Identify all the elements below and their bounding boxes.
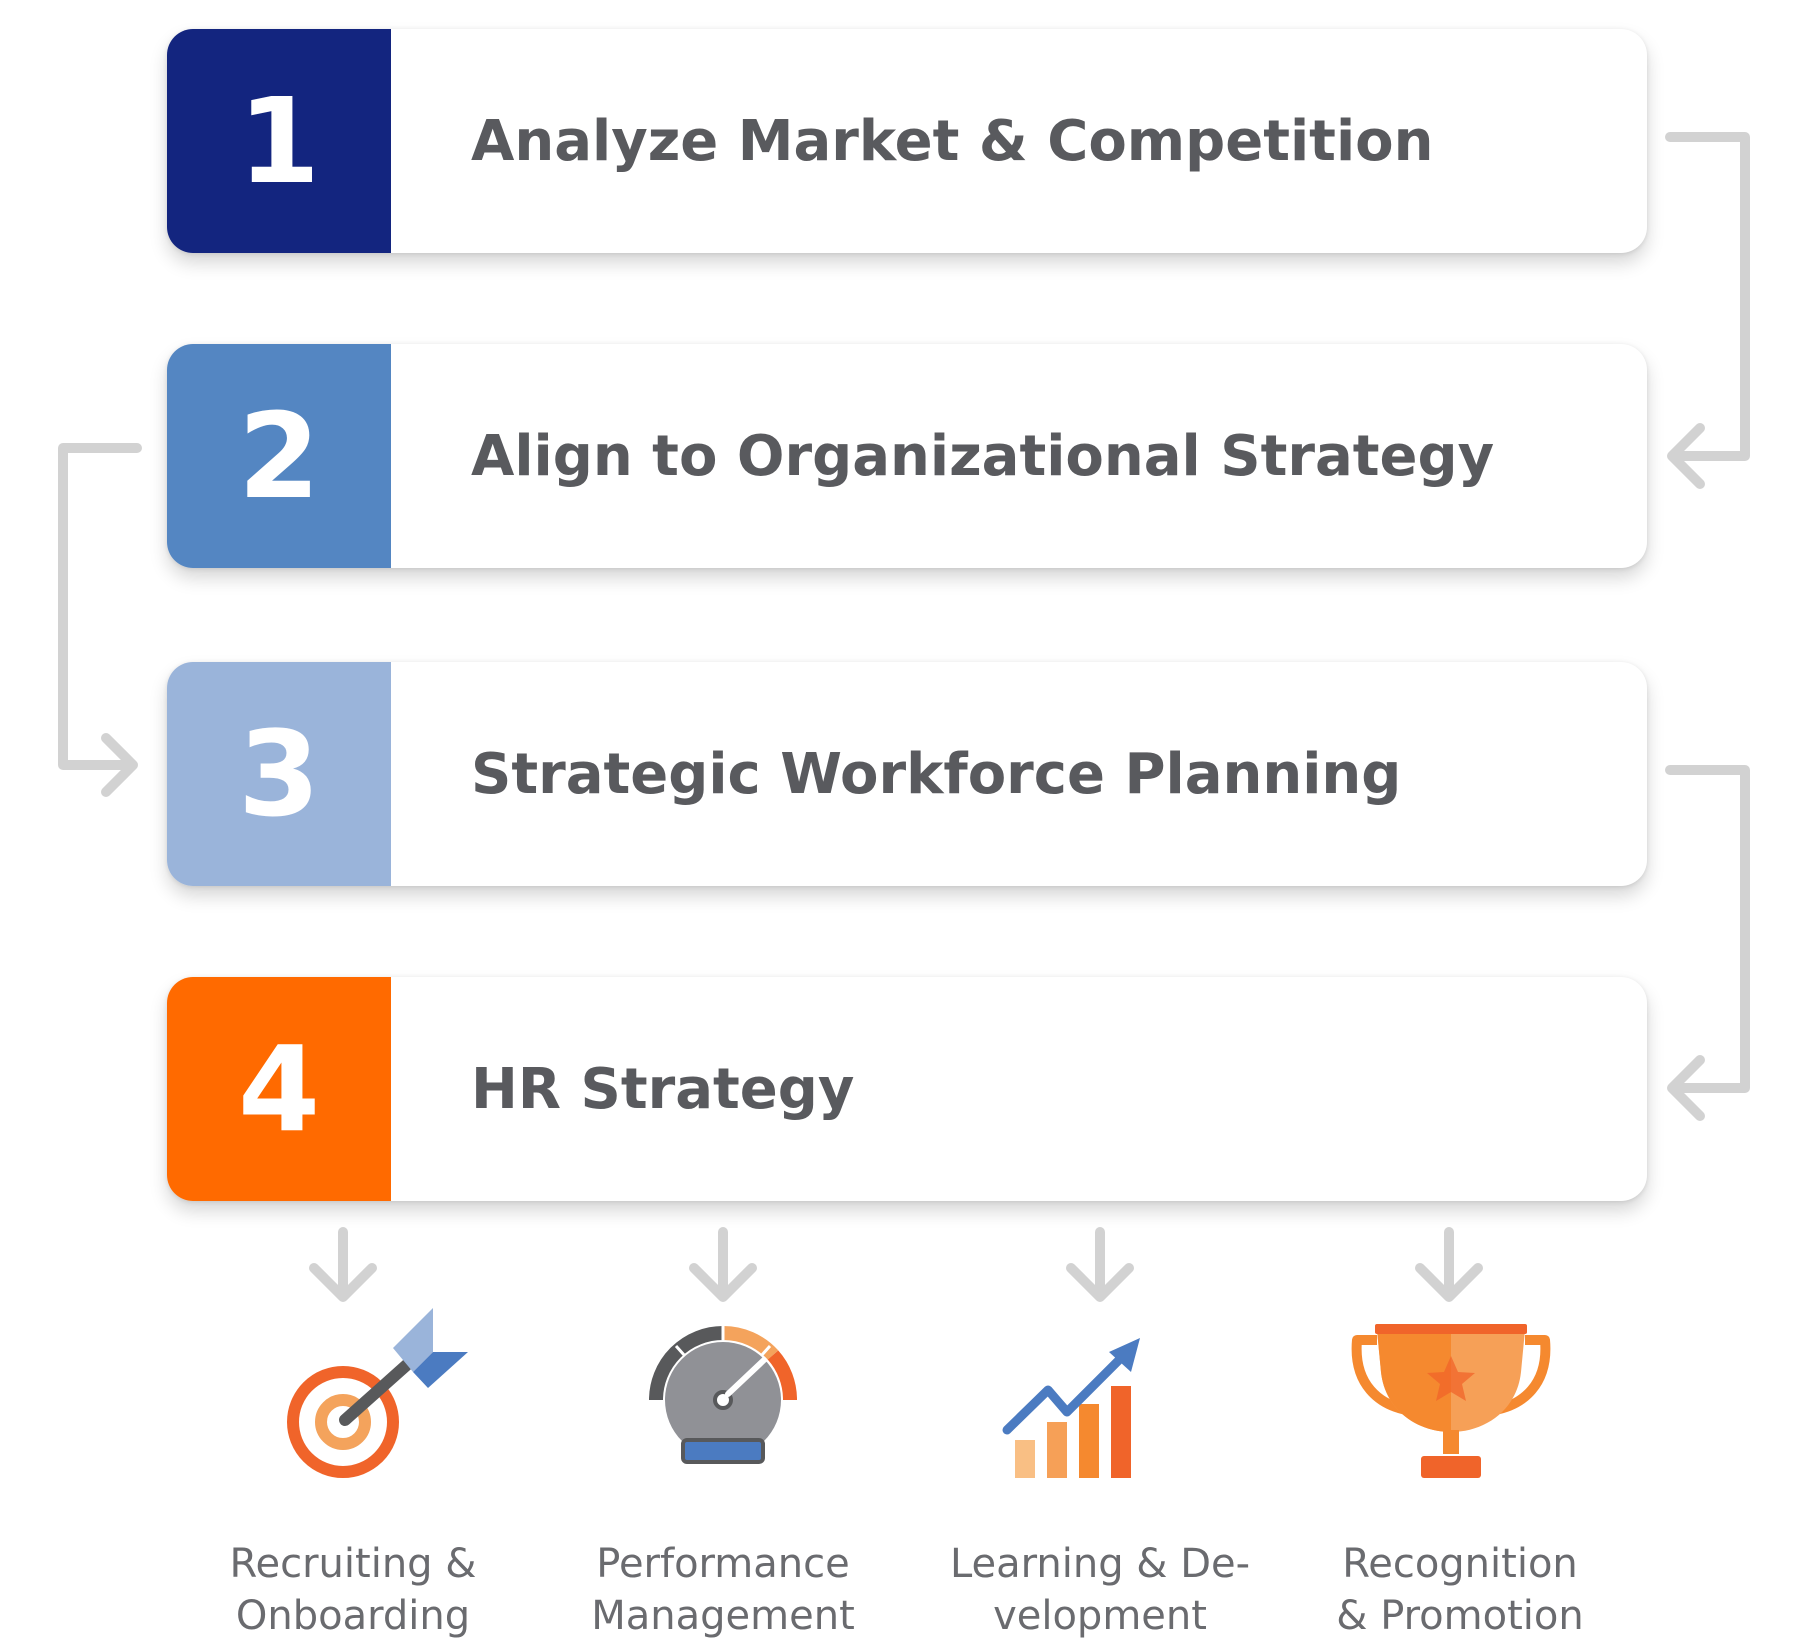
speedometer-icon [649,1325,798,1464]
step-card-3: 3 Strategic Workforce Planning [167,662,1647,886]
target-arrow-icon [287,1308,468,1478]
step-number: 1 [237,72,321,210]
step-number-badge: 1 [167,29,391,253]
step-number-badge: 2 [167,344,391,568]
connector-step2-to-step3 [58,443,142,797]
caption-line-1: Recruiting & [229,1541,477,1587]
down-arrow-4 [1415,1227,1483,1302]
step-card-4: 4 HR Strategy [167,977,1647,1201]
connector-step3-to-step4 [1665,765,1750,1121]
caption-line-2: Management [591,1593,855,1639]
connector-step1-to-step2 [1665,132,1750,489]
step-label: Analyze Market & Competition [471,108,1434,174]
step-label: Align to Organizational Strategy [471,423,1495,489]
outcome-performance: Performance Management [558,1300,888,1639]
caption-line-2: & Promotion [1336,1593,1584,1639]
step-label: Strategic Workforce Planning [471,741,1402,807]
outcome-recognition: Recognition & Promotion [1295,1300,1625,1639]
outcome-caption: Recruiting & Onboarding [188,1538,518,1642]
down-arrow-3 [1066,1227,1134,1302]
caption-line-2: velopment [993,1593,1207,1639]
step-number-badge: 3 [167,662,391,886]
caption-line-1: Recognition [1342,1541,1578,1587]
step-card-2: 2 Align to Organizational Strategy [167,344,1647,568]
step-card-1: 1 Analyze Market & Competition [167,29,1647,253]
down-arrow-1 [309,1227,377,1302]
down-arrow-2 [689,1227,757,1302]
caption-line-1: Performance [596,1541,850,1587]
outcome-caption: Performance Management [558,1538,888,1642]
caption-line-1: Learning & De- [949,1541,1251,1587]
outcome-caption: Recognition & Promotion [1295,1538,1625,1642]
step-number: 2 [237,387,321,525]
outcome-learning: Learning & De- velopment [935,1300,1265,1639]
growth-chart-icon [1002,1338,1140,1478]
step-number-badge: 4 [167,977,391,1201]
step-label: HR Strategy [471,1056,855,1122]
outcome-caption: Learning & De- velopment [935,1538,1265,1642]
caption-line-2: Onboarding [235,1593,471,1639]
outcome-recruiting: Recruiting & Onboarding [188,1300,518,1639]
trophy-icon [1351,1324,1551,1478]
step-number: 4 [237,1020,321,1158]
step-number: 3 [237,705,321,843]
